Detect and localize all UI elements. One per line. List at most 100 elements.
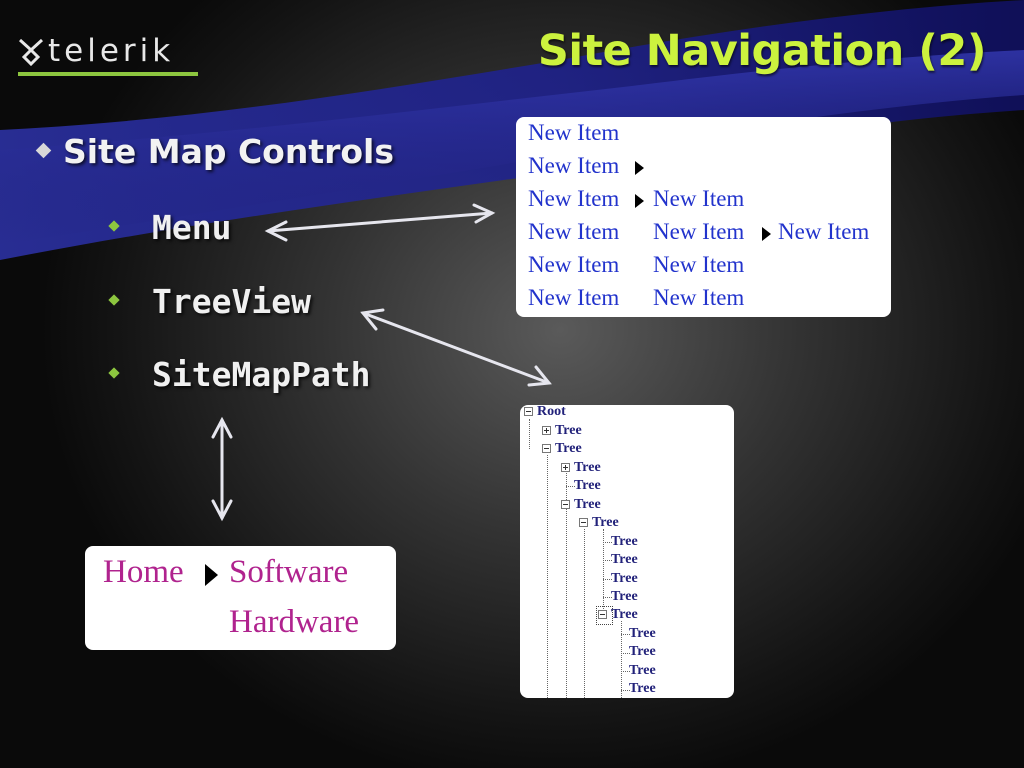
collapse-icon[interactable] [542, 444, 551, 453]
submenu-arrow-icon [635, 161, 644, 175]
tree-connector [603, 579, 612, 580]
tree-connector [566, 486, 575, 487]
arrow-head-icon [211, 416, 233, 439]
tree-node-label: Tree [611, 607, 638, 622]
bullet-site-map-controls: Site Map Controls [35, 132, 394, 171]
arrow-head-icon [264, 220, 288, 242]
tree-connector [621, 634, 630, 635]
tree-node-label: Tree [629, 644, 656, 659]
tree-node[interactable]: Tree [598, 551, 638, 569]
path-separator-icon [205, 564, 218, 586]
tree-node-label: Tree [629, 626, 656, 641]
telerik-logo: telerik [18, 34, 198, 78]
submenu-arrow-icon [635, 194, 644, 208]
tree-node[interactable]: Tree [542, 422, 582, 440]
bullet-main-text: Site Map Controls [63, 132, 394, 171]
menu-item[interactable]: New Item [653, 252, 745, 277]
menu-item[interactable]: New Item [528, 120, 620, 145]
tree-connector [529, 419, 530, 449]
logo-underline [18, 72, 198, 76]
tree-node-label: Tree [629, 663, 656, 678]
bullet-menu: Menu [108, 208, 232, 247]
tree-node[interactable]: Tree [561, 496, 601, 514]
tree-connector [603, 529, 604, 619]
treeview-demo-panel: Root Tree Tree Tree Tree Tree Tree Tree … [520, 405, 734, 698]
collapse-icon[interactable] [598, 610, 607, 619]
bullet-treeview: TreeView [108, 282, 311, 321]
bullet-menu-text: Menu [152, 208, 232, 247]
tree-node-label: Tree [611, 552, 638, 567]
tree-node[interactable]: Tree [616, 625, 656, 643]
tree-node[interactable]: Tree [616, 643, 656, 661]
menu-item[interactable]: New Item [653, 285, 745, 310]
bullet-green-icon [108, 293, 120, 306]
menu-item[interactable]: New Item [528, 252, 620, 277]
tree-node[interactable]: Tree [598, 606, 638, 624]
tree-connector [621, 621, 622, 698]
menu-demo-panel: New Item New Item New Item New Item New … [516, 117, 891, 317]
tree-node-label: Tree [555, 423, 582, 438]
path-link-software[interactable]: Software [229, 554, 349, 590]
collapse-icon[interactable] [561, 500, 570, 509]
tree-node[interactable]: Tree [542, 440, 582, 458]
tree-node-label: Tree [611, 534, 638, 549]
tree-connector [584, 529, 585, 698]
bullet-diamond-icon [35, 142, 52, 159]
telerik-logo-icon [18, 38, 44, 66]
path-link-home[interactable]: Home [103, 554, 184, 590]
tree-node-label: Tree [574, 460, 601, 475]
bullet-treeview-text: TreeView [152, 282, 311, 321]
tree-node[interactable]: Tree [616, 680, 656, 698]
collapse-icon[interactable] [524, 407, 533, 416]
menu-item[interactable]: New Item [528, 219, 620, 244]
tree-connector [603, 597, 612, 598]
expand-icon[interactable] [542, 426, 551, 435]
arrow-treeview [361, 311, 551, 385]
menu-item[interactable]: New Item [528, 153, 620, 178]
tree-node-label: Tree [611, 589, 638, 604]
tree-node[interactable]: Tree [616, 662, 656, 680]
arrow-head-icon [360, 308, 385, 331]
tree-node[interactable]: Tree [598, 588, 638, 606]
menu-item[interactable]: New Item [778, 219, 870, 244]
bullet-green-icon [108, 366, 120, 379]
bullet-sitemappath: SiteMapPath [108, 355, 371, 394]
logo-text: telerik [48, 33, 175, 69]
tree-node-label: Tree [574, 497, 601, 512]
tree-node-label: Tree [555, 441, 582, 456]
tree-node[interactable]: Tree [598, 533, 638, 551]
tree-node[interactable]: Tree [561, 459, 601, 477]
tree-node-label: Root [537, 405, 566, 419]
path-link-hardware[interactable]: Hardware [229, 604, 360, 640]
tree-node[interactable]: Tree [579, 514, 619, 532]
tree-connector [603, 560, 612, 561]
slide-title: Site Navigation (2) [537, 26, 987, 76]
sitemappath-demo-panel: Home Software Hardware [85, 546, 396, 650]
menu-item[interactable]: New Item [653, 186, 745, 211]
tree-node-root[interactable]: Root [524, 405, 566, 421]
collapse-icon[interactable] [579, 518, 588, 527]
arrow-head-icon [211, 499, 233, 522]
arrow-head-icon [527, 365, 552, 387]
arrow-head-icon [472, 203, 496, 224]
expand-icon[interactable] [561, 463, 570, 472]
tree-connector [566, 473, 567, 698]
tree-connector [603, 542, 612, 543]
tree-node-label: Tree [611, 571, 638, 586]
tree-node-label: Tree [574, 478, 601, 493]
menu-item[interactable]: New Item [528, 285, 620, 310]
tree-node-label: Tree [629, 681, 656, 696]
tree-node[interactable]: Tree [598, 570, 638, 588]
bullet-sitemappath-text: SiteMapPath [152, 355, 371, 394]
tree-connector [621, 653, 630, 654]
arrow-menu [266, 211, 494, 233]
tree-connector [547, 455, 548, 698]
tree-focus-box [596, 606, 613, 625]
tree-node[interactable]: Tree [561, 477, 601, 495]
tree-connector [621, 690, 630, 691]
submenu-arrow-icon [762, 227, 771, 241]
tree-node-label: Tree [592, 515, 619, 530]
tree-connector [621, 671, 630, 672]
menu-item[interactable]: New Item [528, 186, 620, 211]
menu-item[interactable]: New Item [653, 219, 745, 244]
